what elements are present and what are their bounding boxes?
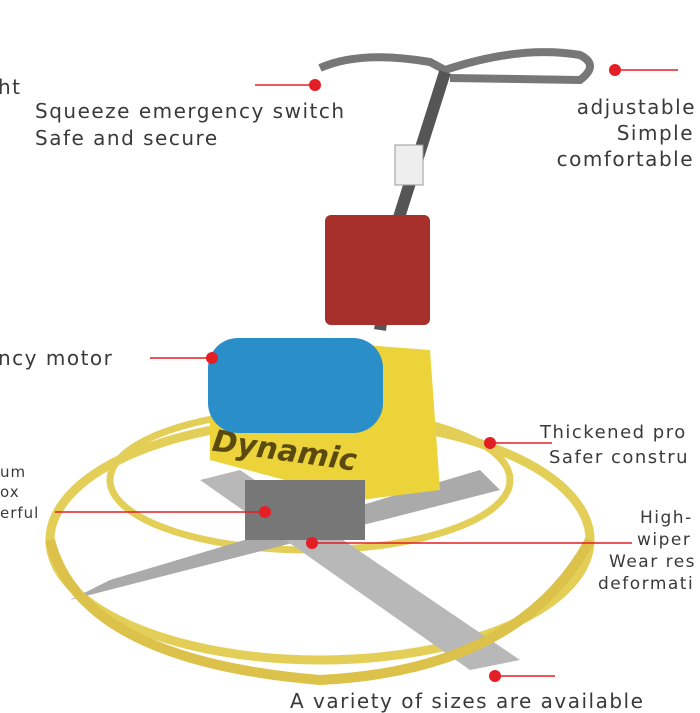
callout-guard-line1: Thickened pro xyxy=(540,422,687,443)
callout-switch-line2: Safe and secure xyxy=(35,126,219,150)
motor xyxy=(208,338,383,433)
callout-blades-line4: deformati xyxy=(598,574,695,594)
callout-blades-line3: Wear res xyxy=(609,552,697,572)
callout-motor: ncy motor xyxy=(0,346,114,370)
callout-light: ht xyxy=(0,75,22,99)
handle-bar xyxy=(318,48,594,85)
callout-handle-line2: Simple xyxy=(616,121,694,145)
callout-handle-line3: comfortable xyxy=(556,147,694,171)
callout-switch-line1: Squeeze emergency switch xyxy=(35,99,346,123)
guard-ring-front xyxy=(45,537,595,686)
control-box xyxy=(325,215,430,325)
callout-dots xyxy=(206,64,621,682)
emergency-switch xyxy=(394,144,424,186)
callout-blades-line1: High- xyxy=(640,508,693,528)
callout-gearbox-line1: um xyxy=(0,463,27,481)
callout-guard-line2: Safer constru xyxy=(549,447,690,468)
callout-gearbox-line2: ox xyxy=(0,483,20,501)
callout-gearbox-line3: erful xyxy=(0,504,40,522)
callout-handle-line1: adjustable xyxy=(576,95,696,119)
callout-blades-line2: wiper xyxy=(637,530,692,550)
callout-sizes: A variety of sizes are available xyxy=(290,689,645,713)
